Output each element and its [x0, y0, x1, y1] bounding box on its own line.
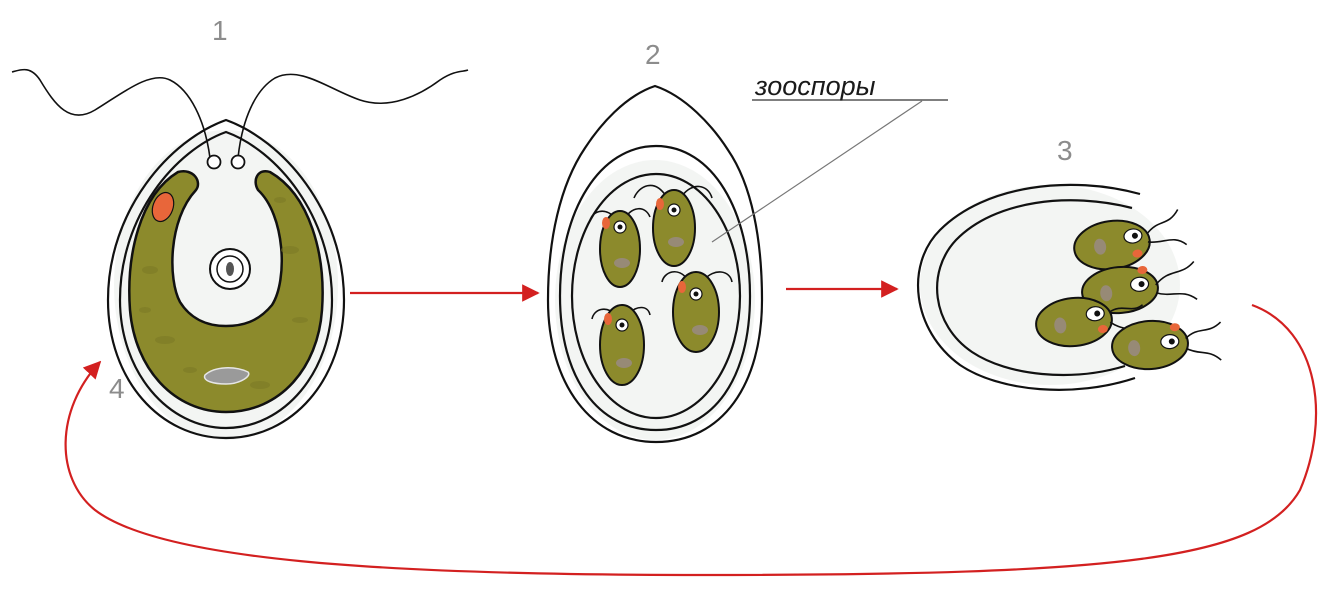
stage-label-2: 2 — [645, 39, 661, 70]
zoospores-callout-label: зооспоры — [754, 71, 876, 101]
nucleolus — [226, 262, 234, 276]
contractile-vacuole-right — [232, 156, 245, 169]
stage-label-3: 3 — [1057, 135, 1073, 166]
stage-2-zoosporangium — [548, 86, 762, 442]
stage-1-mature-cell — [12, 70, 468, 440]
stage-label-1: 1 — [212, 15, 228, 46]
stage-label-4: 4 — [109, 373, 125, 404]
contractile-vacuole-left — [208, 156, 221, 169]
callout-leader-line — [712, 101, 922, 242]
